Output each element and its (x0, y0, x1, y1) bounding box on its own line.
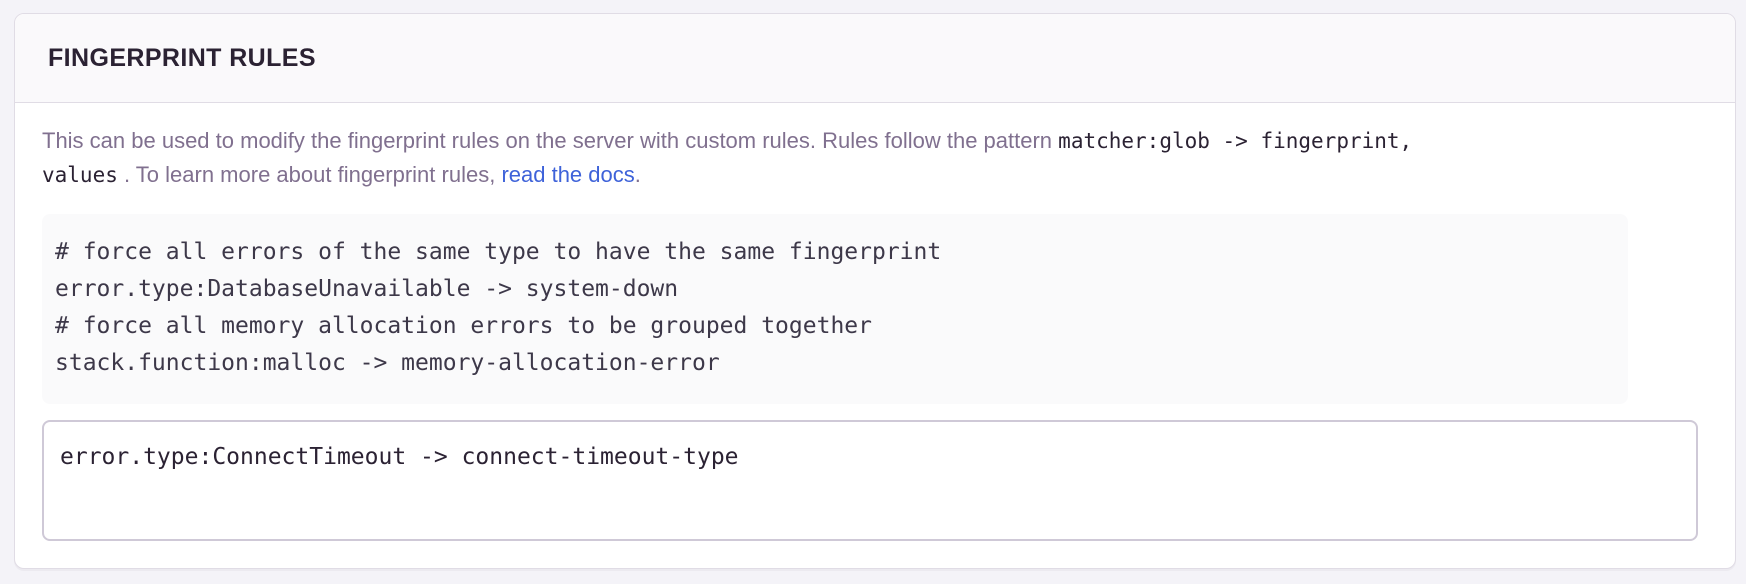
panel-title: FINGERPRINT RULES (48, 43, 316, 72)
read-the-docs-link[interactable]: read the docs (501, 162, 635, 187)
description: This can be used to modify the fingerpri… (42, 124, 1708, 192)
panel-body: This can be used to modify the fingerpri… (15, 103, 1735, 568)
description-period: . (634, 162, 641, 187)
fingerprint-rules-panel: FINGERPRINT RULES This can be used to mo… (14, 13, 1736, 569)
panel-header: FINGERPRINT RULES (15, 14, 1735, 103)
description-text-1: This can be used to modify the fingerpri… (42, 128, 1059, 153)
fingerprint-rules-example-block: # force all errors of the same type to h… (42, 214, 1628, 404)
pattern-inline-code-line2: values (42, 163, 118, 187)
fingerprint-rules-textarea[interactable]: error.type:ConnectTimeout -> connect-tim… (42, 420, 1698, 541)
pattern-inline-code-line1: matcher:glob -> fingerprint, (1058, 129, 1413, 153)
description-text-2: . To learn more about fingerprint rules, (117, 162, 502, 187)
